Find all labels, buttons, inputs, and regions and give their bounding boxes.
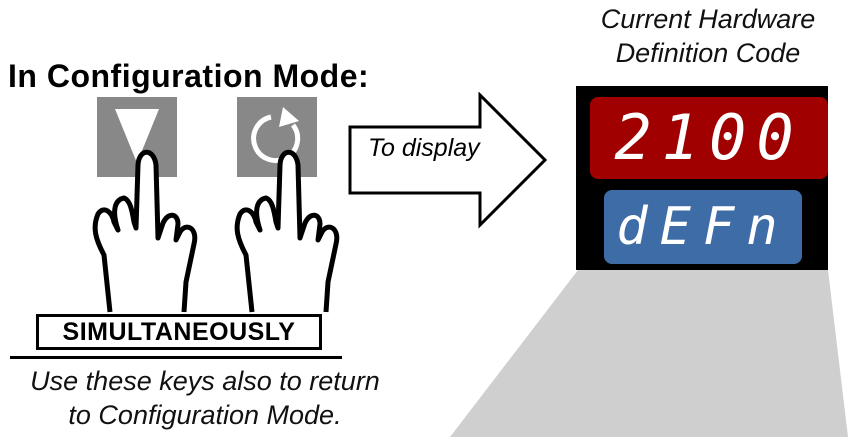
configuration-mode-heading: In Configuration Mode: bbox=[8, 58, 370, 94]
top-display-panel bbox=[590, 97, 828, 179]
right-arrow-icon bbox=[348, 92, 548, 229]
return-note: Use these keys also to return to Configu… bbox=[0, 364, 420, 432]
banner-underline bbox=[10, 356, 342, 359]
down-triangle-icon bbox=[115, 109, 159, 163]
left-hand bbox=[92, 149, 198, 313]
right-hand bbox=[234, 149, 340, 313]
note-line-2: to Configuration Mode. bbox=[68, 400, 342, 430]
bottom-display-panel bbox=[604, 190, 802, 264]
to-display-label: To display bbox=[368, 134, 480, 162]
bottom-display-value: dEFn bbox=[616, 197, 790, 257]
meter-projection-shape bbox=[450, 270, 848, 437]
top-display-value: 2100 bbox=[614, 101, 804, 174]
cycle-key bbox=[237, 97, 317, 177]
hardware-title-line-1: Current Hardware bbox=[600, 4, 816, 34]
hardware-title-line-2: Definition Code bbox=[615, 38, 801, 68]
simultaneously-label: SIMULTANEOUSLY bbox=[36, 314, 322, 350]
hardware-code-title: Current Hardware Definition Code bbox=[548, 2, 848, 70]
cycle-arrow-icon bbox=[251, 107, 301, 163]
note-line-1: Use these keys also to return bbox=[30, 366, 380, 396]
down-key bbox=[97, 97, 177, 177]
